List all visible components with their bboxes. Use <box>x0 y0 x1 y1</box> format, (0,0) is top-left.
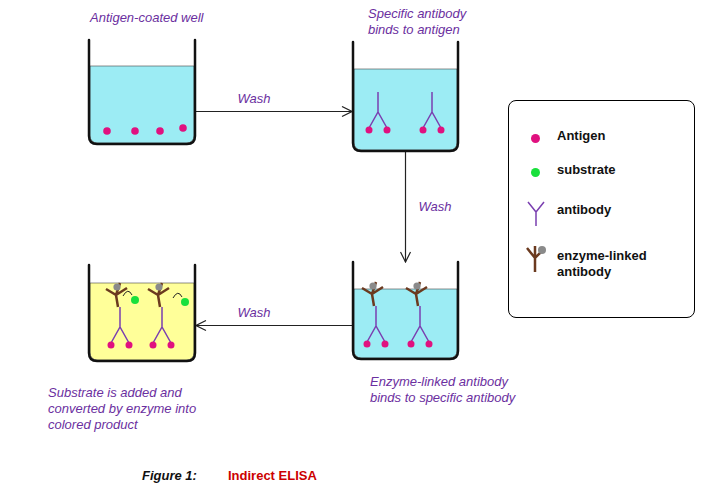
antigen <box>420 127 427 134</box>
antigen <box>408 341 415 348</box>
well-caption: Antigen-coated well <box>90 10 260 26</box>
well-caption: Specific antibody binds to antigen <box>368 6 493 38</box>
well-caption: Substrate is added and converted by enzy… <box>48 385 218 433</box>
antigen <box>382 341 389 348</box>
well-outline <box>88 40 196 145</box>
enzyme-linked-antibody <box>148 283 169 307</box>
antibody <box>423 92 441 128</box>
legend-box: Antigen substrate antibody enzyme-linked an… <box>508 100 695 318</box>
figure-number: Figure 1: <box>142 468 197 484</box>
legend-swatch <box>531 134 540 143</box>
legend-symbol <box>523 198 549 228</box>
antibody <box>111 307 129 343</box>
wash-arrow <box>405 152 406 262</box>
well-caption: Enzyme-linked antibody binds to specific… <box>370 374 540 406</box>
well: Enzyme-linked antibody binds to specific… <box>352 262 459 360</box>
antigen <box>150 342 157 349</box>
reaction-arrow <box>173 293 182 298</box>
substrate <box>131 296 139 304</box>
legend-swatch <box>531 168 540 177</box>
enzyme-linked-antibody <box>406 282 427 306</box>
legend-label: substrate <box>557 162 682 178</box>
edge-label: Wash <box>237 305 272 321</box>
antigen <box>426 341 433 348</box>
antigen <box>103 127 111 135</box>
well-outline <box>352 262 459 360</box>
antigen <box>438 127 445 134</box>
well: Substrate is added and converted by enzy… <box>88 265 196 362</box>
well-liquid <box>90 283 194 360</box>
substrate <box>181 298 189 306</box>
antigen <box>108 342 115 349</box>
wash-arrow <box>196 325 352 326</box>
legend-label: Antigen <box>557 128 682 144</box>
antigen <box>131 127 139 135</box>
well: Antigen-coated well <box>88 40 196 145</box>
antigen <box>179 124 187 132</box>
antigen <box>384 127 391 134</box>
antibody <box>153 307 171 343</box>
antigen <box>156 127 164 135</box>
legend-label: enzyme-linked antibody <box>557 248 682 280</box>
figure-title: Indirect ELISA <box>228 468 317 484</box>
well: Specific antibody binds to antigen <box>352 42 459 152</box>
antigen <box>366 127 373 134</box>
wash-arrow <box>196 111 352 112</box>
well-liquid <box>354 289 457 358</box>
antibody <box>367 306 385 342</box>
well-outline <box>88 265 196 362</box>
edge-label: Wash <box>237 91 272 107</box>
antibody <box>411 306 429 342</box>
antigen <box>364 341 371 348</box>
enzyme-linked-antibody <box>362 282 383 306</box>
well-liquid <box>354 69 457 150</box>
antigen <box>126 342 133 349</box>
legend-label: antibody <box>557 202 682 218</box>
edge-label: Wash <box>418 199 453 215</box>
well-outline <box>352 42 459 152</box>
antigen <box>168 342 175 349</box>
legend-symbol <box>523 244 549 274</box>
well-liquid <box>90 66 194 143</box>
reaction-arrow <box>123 291 132 296</box>
antibody <box>369 92 387 128</box>
